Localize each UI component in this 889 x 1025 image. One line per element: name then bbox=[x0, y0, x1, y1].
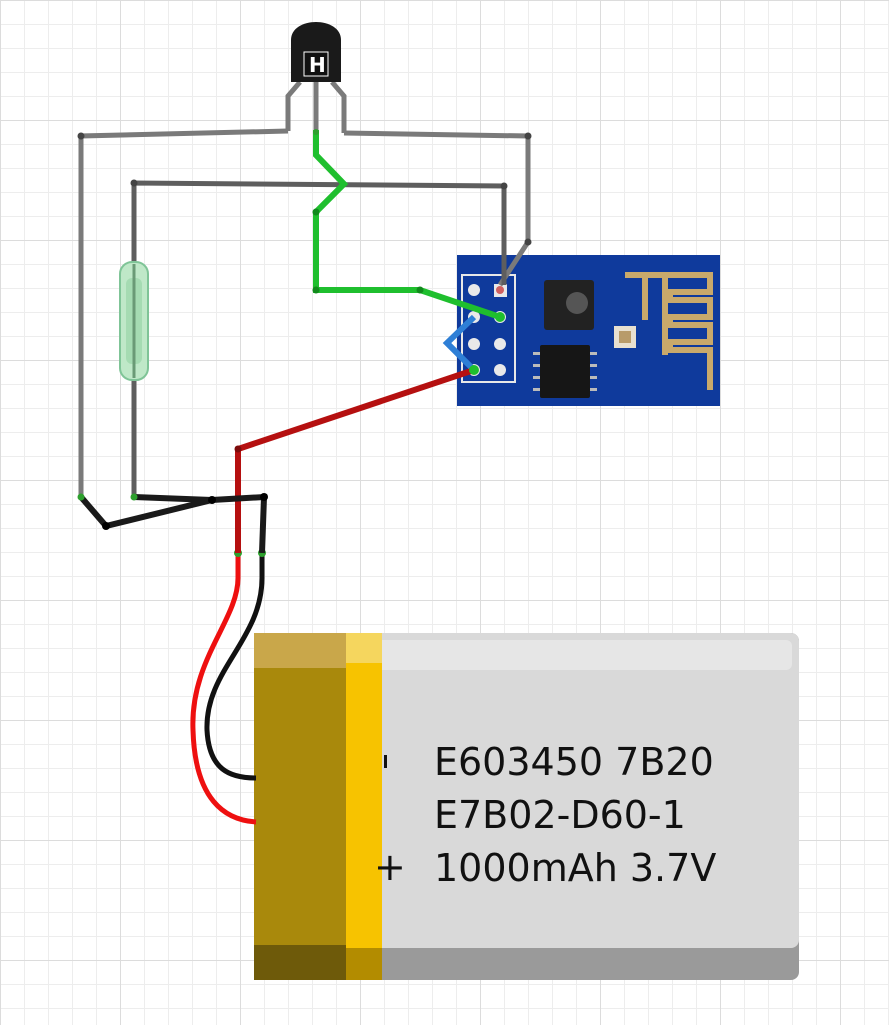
battery-wrap-highlight bbox=[254, 633, 346, 668]
battery-red-lead[interactable] bbox=[190, 553, 257, 825]
battery-wrap-shadow bbox=[254, 945, 346, 980]
gray-wire-right[interactable] bbox=[343, 130, 531, 287]
battery-stripe bbox=[346, 633, 382, 980]
flash-leg bbox=[533, 376, 540, 379]
wire-joint bbox=[208, 496, 216, 504]
esp-pin-1 bbox=[468, 284, 480, 296]
flash-leg bbox=[590, 376, 597, 379]
wire-joint bbox=[524, 238, 532, 246]
hall-pin-highlight bbox=[313, 129, 319, 135]
flash-leg bbox=[533, 388, 540, 391]
battery-body bbox=[254, 633, 799, 948]
battery-label-line1: E603450 7B20 bbox=[434, 740, 714, 784]
esp-pin-highlight bbox=[496, 286, 504, 294]
esp-pin-6 bbox=[494, 338, 506, 350]
hall-leg-left bbox=[285, 80, 302, 131]
battery-stripe-highlight bbox=[346, 633, 382, 663]
wire-joint bbox=[130, 493, 138, 501]
esp-pin-8 bbox=[494, 364, 506, 376]
wire-joint bbox=[260, 493, 268, 501]
wire-joint bbox=[77, 493, 85, 501]
black-wire-ground-reed[interactable] bbox=[133, 494, 213, 503]
esp-flash-chip bbox=[540, 345, 590, 398]
wire-joint bbox=[130, 179, 138, 187]
battery-wrap bbox=[254, 633, 346, 980]
wire-joint bbox=[102, 522, 110, 530]
flash-leg bbox=[590, 364, 597, 367]
hall-sensor: H bbox=[285, 22, 347, 133]
battery-minus-mark bbox=[384, 755, 387, 768]
wire-joint bbox=[234, 445, 242, 453]
red-wire-vcc[interactable] bbox=[235, 367, 475, 553]
flash-leg bbox=[533, 364, 540, 367]
blue-jumper-wire[interactable] bbox=[442, 314, 477, 373]
esp-pin-5 bbox=[468, 338, 480, 350]
reed-switch bbox=[119, 261, 149, 381]
hall-marking: H bbox=[309, 53, 326, 77]
battery-highlight bbox=[262, 640, 792, 670]
wire-joint bbox=[524, 132, 532, 140]
battery-label-line2: E7B02-D60-1 bbox=[434, 793, 686, 837]
battery-black-lead[interactable] bbox=[204, 553, 265, 781]
wire-joint bbox=[312, 208, 320, 216]
wire-joint bbox=[77, 132, 85, 140]
gray-wire-left[interactable] bbox=[78, 128, 289, 528]
hall-mark-box bbox=[303, 51, 329, 77]
esp-led-core bbox=[619, 331, 631, 343]
esp-pin-highlight bbox=[495, 312, 505, 322]
flash-leg bbox=[533, 352, 540, 355]
flash-leg bbox=[590, 388, 597, 391]
flash-leg bbox=[590, 352, 597, 355]
esp-antenna bbox=[625, 272, 713, 390]
lipo-battery: + E603450 7B20 E7B02-D60-1 1000mAh 3.7V bbox=[254, 633, 799, 980]
battery-plus-sign: + bbox=[374, 845, 406, 889]
wire-joint bbox=[500, 182, 508, 190]
esp-pin-highlight bbox=[469, 365, 479, 375]
wire-joint bbox=[312, 286, 320, 294]
wire-joint bbox=[416, 286, 424, 294]
hall-leg-right bbox=[330, 80, 347, 133]
battery-label-line3: 1000mAh 3.7V bbox=[434, 846, 716, 890]
battery-stripe-shadow bbox=[346, 948, 382, 980]
esp-chip-logo bbox=[566, 292, 588, 314]
esp01-module bbox=[457, 255, 720, 406]
